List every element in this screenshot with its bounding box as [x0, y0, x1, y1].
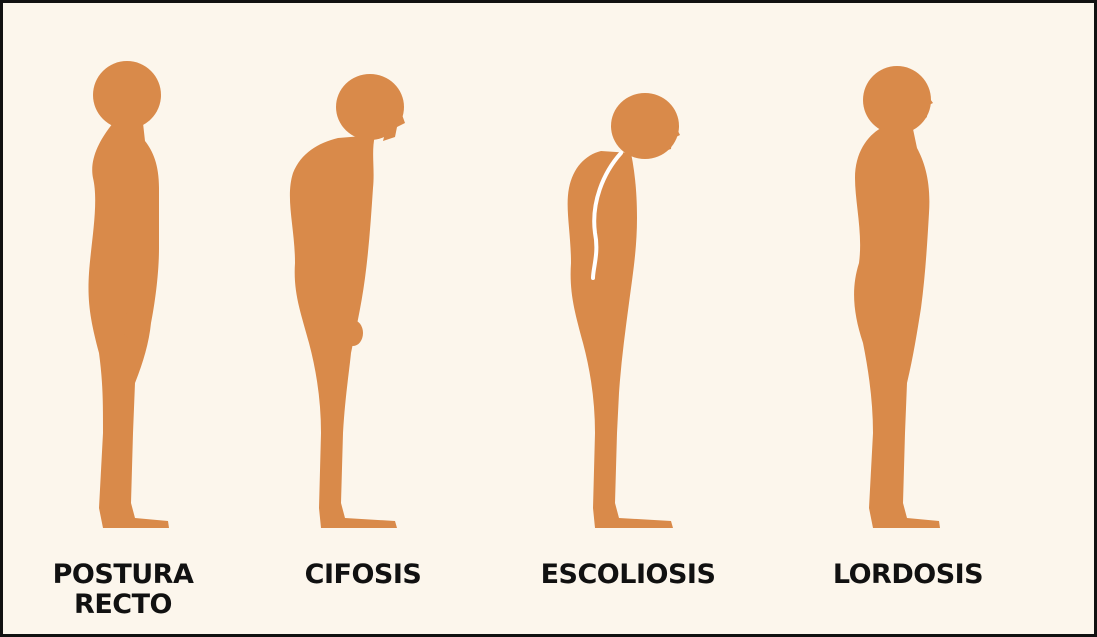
hand: [888, 316, 914, 346]
head: [863, 66, 931, 134]
label-line: CIFOSIS: [288, 560, 438, 590]
label-cifosis: CIFOSIS: [288, 560, 438, 590]
figure-cifosis: [290, 74, 405, 528]
label-lordosis: LORDOSIS: [818, 560, 998, 590]
figure-lordosis: [854, 66, 940, 528]
label-line: RECTO: [43, 590, 203, 620]
body: [568, 151, 673, 528]
label-line: ESCOLIOSIS: [528, 560, 728, 590]
label-postura-recto: POSTURA RECTO: [43, 560, 203, 620]
figure-escoliosis: [568, 93, 680, 528]
label-escoliosis: ESCOLIOSIS: [528, 560, 728, 590]
posture-figures: [3, 3, 1094, 634]
hand: [343, 320, 363, 346]
head: [93, 61, 161, 129]
hand: [121, 311, 145, 339]
label-line: LORDOSIS: [818, 560, 998, 590]
label-line: POSTURA: [43, 560, 203, 590]
figure-postura-recto: [88, 61, 169, 528]
